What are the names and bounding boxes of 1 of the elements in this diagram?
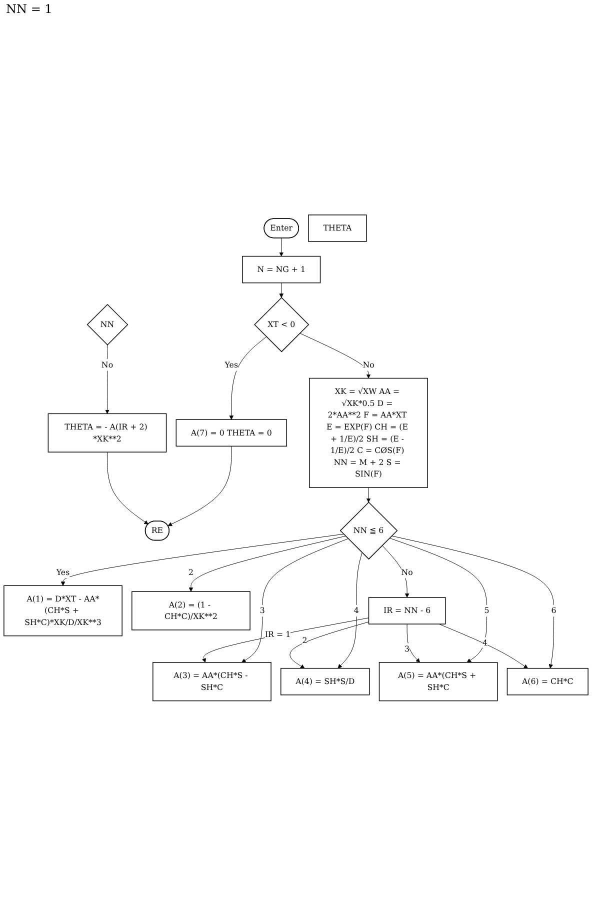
note-text: NN = 1 <box>6 2 54 16</box>
